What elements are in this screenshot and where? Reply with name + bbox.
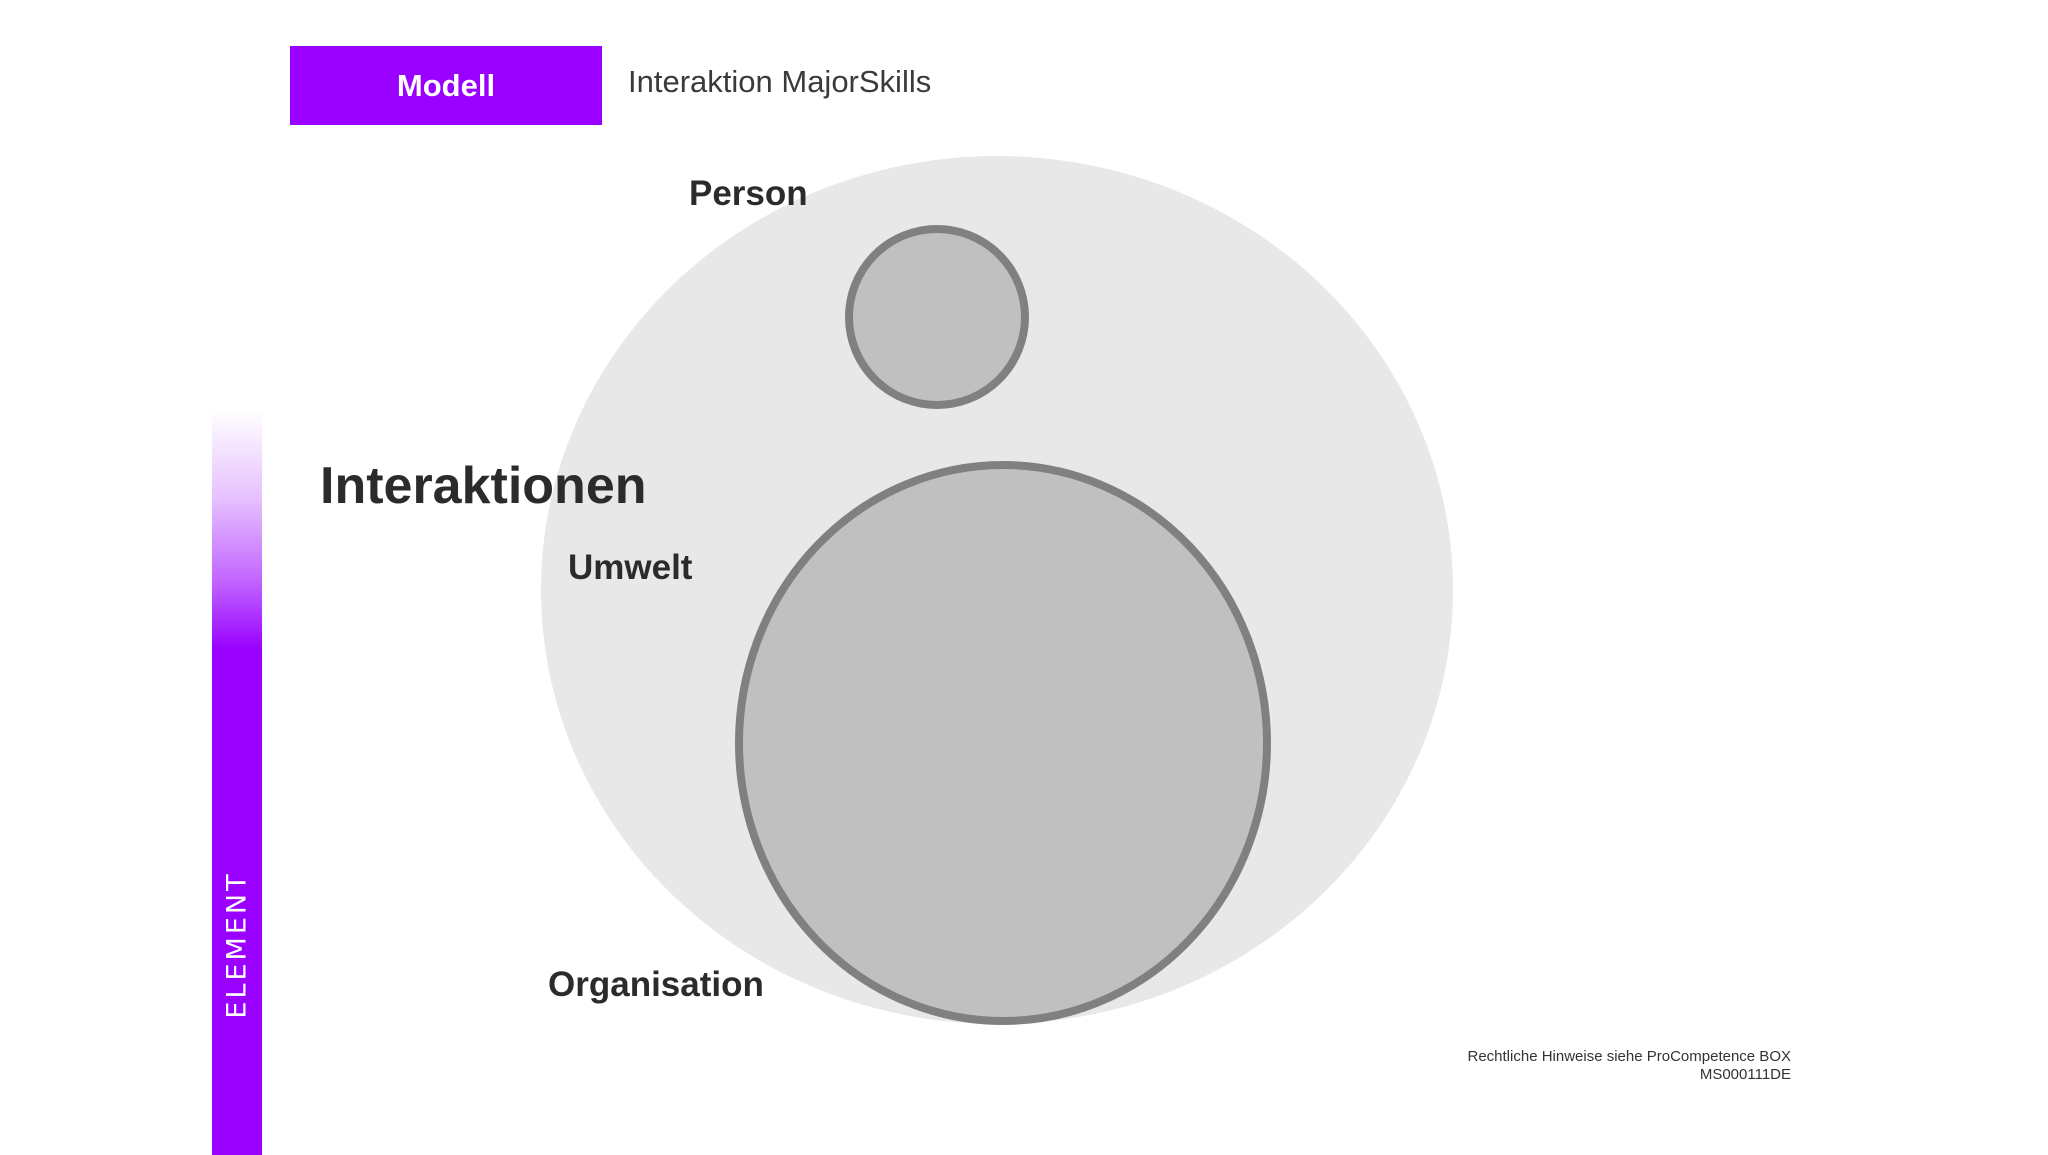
organisation-label: Organisation — [548, 965, 764, 1004]
model-tag-label: Modell — [396, 67, 496, 103]
element-sidebar — [212, 410, 262, 1155]
page-title: Interaktion MajorSkills — [628, 64, 932, 99]
document-code: MS000111DE — [1699, 1066, 1791, 1083]
diagram-heading: Interaktionen — [320, 457, 647, 515]
model-tag: Modell — [290, 46, 602, 125]
organisation-circle — [735, 461, 1271, 1025]
person-circle — [845, 225, 1029, 409]
legal-footer: Rechtliche Hinweise siehe ProCompetence … — [1468, 1048, 1792, 1084]
person-label: Person — [689, 174, 808, 213]
umwelt-label: Umwelt — [568, 548, 693, 587]
legal-notice: Rechtliche Hinweise siehe ProCompetence … — [1467, 1048, 1792, 1065]
